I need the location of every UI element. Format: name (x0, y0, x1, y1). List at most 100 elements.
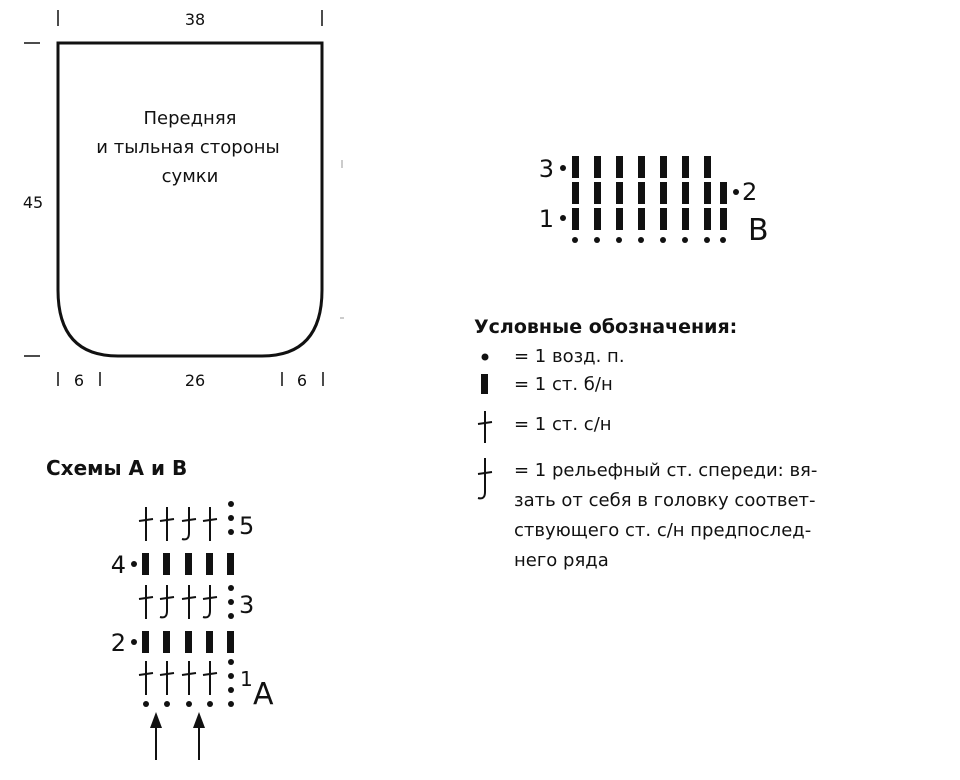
repeat-arrow-left (150, 712, 162, 760)
double-crochet-symbol (138, 506, 154, 542)
panel-label-line2: и тыльная стороны (96, 137, 279, 158)
front-post-double-crochet-symbol (159, 584, 175, 619)
front-post-double-crochet-symbol (202, 584, 218, 619)
single-crochet-bar (616, 156, 623, 178)
bag-outline (56, 41, 324, 358)
scheme-a-row-1 (138, 660, 218, 696)
single-crochet-bar (682, 156, 689, 178)
scheme-a-diagram: 5 4 3 2 1 A (111, 501, 274, 760)
bottom-mid-dimension: 26 (185, 371, 205, 390)
single-crochet-bar-icon (481, 374, 488, 394)
chain-stitch-dot (733, 189, 739, 195)
scheme-b-row-label-1: 1 (539, 205, 554, 233)
scheme-b-row-label-2: 2 (742, 178, 757, 206)
single-crochet-bar (206, 553, 213, 575)
front-post-double-crochet-icon (477, 458, 493, 500)
chain-stitch-dot (720, 237, 726, 243)
single-crochet-bar (704, 182, 711, 204)
single-crochet-bar (682, 208, 689, 230)
single-crochet-bar (572, 182, 579, 204)
double-crochet-symbol (181, 584, 197, 620)
scheme-a-row-4 (142, 553, 234, 575)
single-crochet-bar (720, 182, 727, 204)
bottom-left-dimension: 6 (74, 371, 84, 390)
double-crochet-symbol (202, 660, 218, 696)
single-crochet-bar (142, 553, 149, 575)
panel-label-line3: сумки (162, 166, 219, 187)
legend-title: Условные обозначения: (474, 316, 738, 338)
single-crochet-bar (682, 182, 689, 204)
double-crochet-icon (477, 411, 493, 443)
chain-stitch-dot (228, 599, 234, 605)
single-crochet-bar (572, 156, 579, 178)
single-crochet-bar (594, 208, 601, 230)
chain-stitch-dot (594, 237, 600, 243)
double-crochet-symbol (159, 506, 175, 542)
front-post-double-crochet-symbol (181, 506, 197, 541)
single-crochet-bar (206, 631, 213, 653)
chain-stitch-dot (131, 639, 137, 645)
chain-stitch-dot (682, 237, 688, 243)
legend-item-double-crochet: = 1 ст. с/н (474, 410, 854, 444)
single-crochet-bar (704, 156, 711, 178)
scheme-b-stitch-rows (572, 156, 727, 243)
legend-item-text: = 1 ст. б/н (514, 374, 613, 395)
single-crochet-bar (616, 208, 623, 230)
single-crochet-bar (616, 182, 623, 204)
double-crochet-symbol (138, 584, 154, 620)
chain-stitch-dot (228, 673, 234, 679)
foundation-chain (143, 701, 234, 707)
chain-stitch-dot (616, 237, 622, 243)
single-crochet-bar (638, 208, 645, 230)
single-crochet-bar (163, 553, 170, 575)
scheme-a-row-label-4: 4 (111, 551, 126, 579)
chain-stitch-dot (143, 701, 149, 707)
legend-item-text: = 1 ст. с/н (514, 414, 612, 435)
chain-stitch-dot (228, 613, 234, 619)
chain-stitch-dot (228, 529, 234, 535)
chain-stitch-dot (560, 215, 566, 221)
scheme-a-row-3 (138, 584, 218, 620)
panel-label-line1: Передняя (144, 108, 237, 129)
legend-item-text: = 1 рельефный ст. спереди: вя- зать от с… (514, 460, 818, 571)
scheme-a-row-label-1: 1 (240, 667, 253, 691)
height-dimension-label: 45 (23, 193, 43, 212)
legend-item-chain-stitch: = 1 возд. п. (474, 342, 854, 372)
chain-stitch-dot (228, 501, 234, 507)
pattern-schematic: 38 45 Передняя и тыльная стороны сумки 6… (23, 10, 344, 390)
double-crochet-symbol (202, 506, 218, 542)
scheme-b-row-label-3: 3 (539, 155, 554, 183)
single-crochet-bar (704, 208, 711, 230)
single-crochet-bar (720, 208, 727, 230)
single-crochet-bar (142, 631, 149, 653)
chain-stitch-dot (228, 659, 234, 665)
chain-stitch-dot (228, 585, 234, 591)
scheme-a-row-label-5: 5 (239, 512, 254, 540)
repeat-arrow-right (193, 712, 205, 760)
chain-stitch-dot (131, 561, 137, 567)
single-crochet-bar (227, 553, 234, 575)
scheme-a-row-label-2: 2 (111, 629, 126, 657)
legend-item-front-post-double-crochet: = 1 рельефный ст. спереди: вя- зать от с… (474, 456, 854, 576)
chain-stitch-dot (638, 237, 644, 243)
chain-stitch-dot (228, 687, 234, 693)
double-crochet-symbol (181, 660, 197, 696)
single-crochet-bar (227, 631, 234, 653)
single-crochet-bar (638, 182, 645, 204)
double-crochet-symbol (138, 660, 154, 696)
chain-stitch-dot (560, 165, 566, 171)
bottom-right-dimension: 6 (297, 371, 307, 390)
scheme-a-row-5 (138, 506, 218, 542)
single-crochet-bar (163, 631, 170, 653)
schemes-title: Схемы А и В (46, 456, 188, 480)
legend-item-single-crochet: = 1 ст. б/н (474, 370, 854, 400)
legend-item-text: = 1 возд. п. (514, 346, 625, 367)
scheme-b-name: B (748, 213, 769, 248)
scheme-a-row-2 (142, 631, 234, 653)
scheme-a-name: A (253, 677, 274, 712)
single-crochet-bar (660, 182, 667, 204)
chain-stitch-dot (186, 701, 192, 707)
scheme-b-diagram: 3 1 2 B (539, 155, 769, 248)
chain-stitch-dot (164, 701, 170, 707)
chain-stitch-dot (228, 515, 234, 521)
